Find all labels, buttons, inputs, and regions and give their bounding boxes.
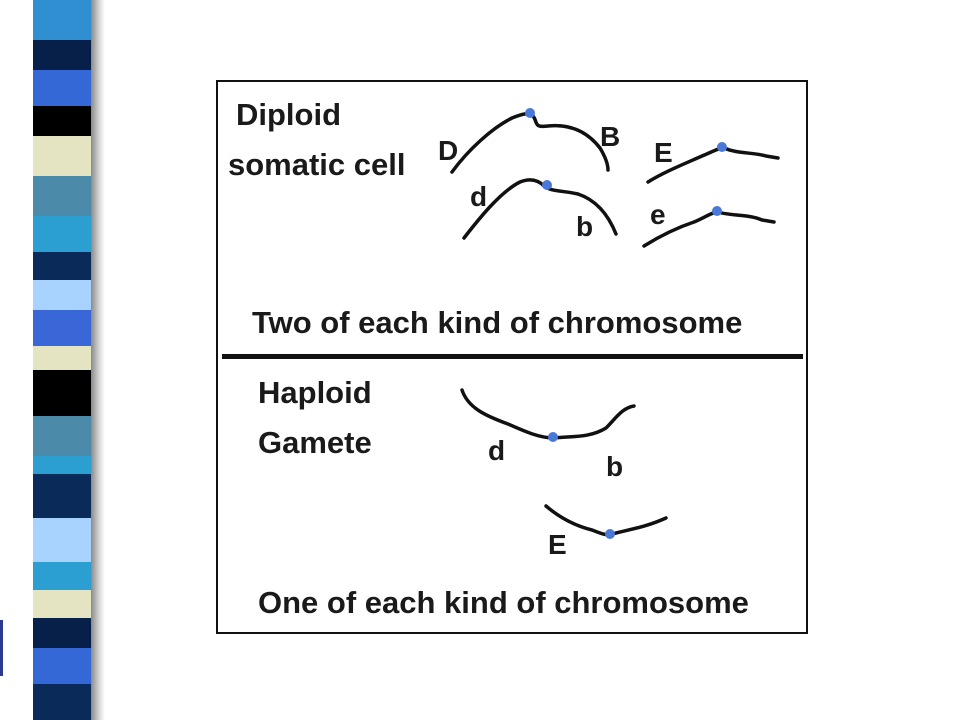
haploid-label-line2: Gamete (258, 425, 372, 460)
gene-label-d: d (470, 181, 488, 212)
gene-label-B: B (600, 121, 621, 152)
chromosome-db (462, 178, 618, 240)
centromere-e (712, 206, 722, 216)
haploid-caption: One of each kind of chromosome (258, 585, 749, 620)
diploid-caption: Two of each kind of chromosome (252, 305, 743, 340)
diploid-label-line1: Diploid (236, 97, 342, 132)
section-divider (222, 354, 803, 359)
chromosome-e (642, 210, 776, 248)
chromosome-DB (450, 112, 610, 174)
gamete-gene-label-d: d (488, 435, 506, 466)
chromosome-E (646, 146, 780, 184)
gene-label-D: D (438, 135, 459, 166)
gamete-chromosome-E (544, 504, 668, 537)
centromere-db (542, 180, 552, 190)
gene-label-b: b (576, 211, 594, 242)
stripe-shadow (91, 0, 105, 720)
gamete-centromere-db (548, 432, 558, 442)
gene-label-e: e (650, 199, 666, 230)
gene-label-E: E (654, 137, 673, 168)
diploid-label-line2: somatic cell (228, 147, 406, 182)
gamete-chromosome-db (460, 388, 636, 440)
haploid-label-line1: Haploid (258, 375, 372, 410)
gamete-gene-label-b: b (606, 451, 624, 482)
centromere-E (717, 142, 727, 152)
gamete-gene-label-E: E (548, 529, 567, 560)
gamete-centromere-E (605, 529, 615, 539)
centromere-DB (525, 108, 535, 118)
decorative-color-stripe (33, 0, 91, 720)
left-edge-mark (0, 620, 3, 676)
